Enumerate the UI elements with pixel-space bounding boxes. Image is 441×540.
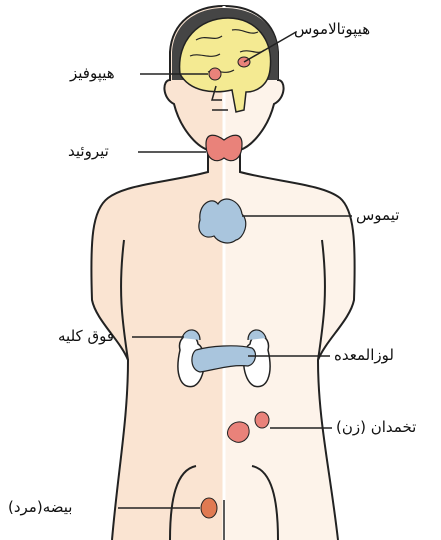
label-thymus: تیموس bbox=[356, 208, 399, 223]
thymus-gland bbox=[199, 199, 246, 243]
label-adrenal: فوق کلیه bbox=[58, 329, 114, 344]
testis-gland bbox=[201, 498, 217, 518]
label-hypothalamus: هیپوتالاموس bbox=[294, 22, 370, 37]
label-pituitary: هیپوفیز bbox=[70, 66, 115, 81]
label-ovary: تخمدان (زن) bbox=[336, 420, 416, 435]
label-thyroid: تیروئید bbox=[68, 144, 109, 159]
pituitary-gland bbox=[209, 68, 221, 80]
label-pancreas: لوزالمعده bbox=[334, 348, 394, 363]
label-testis: بیضه(مرد) bbox=[8, 500, 72, 515]
